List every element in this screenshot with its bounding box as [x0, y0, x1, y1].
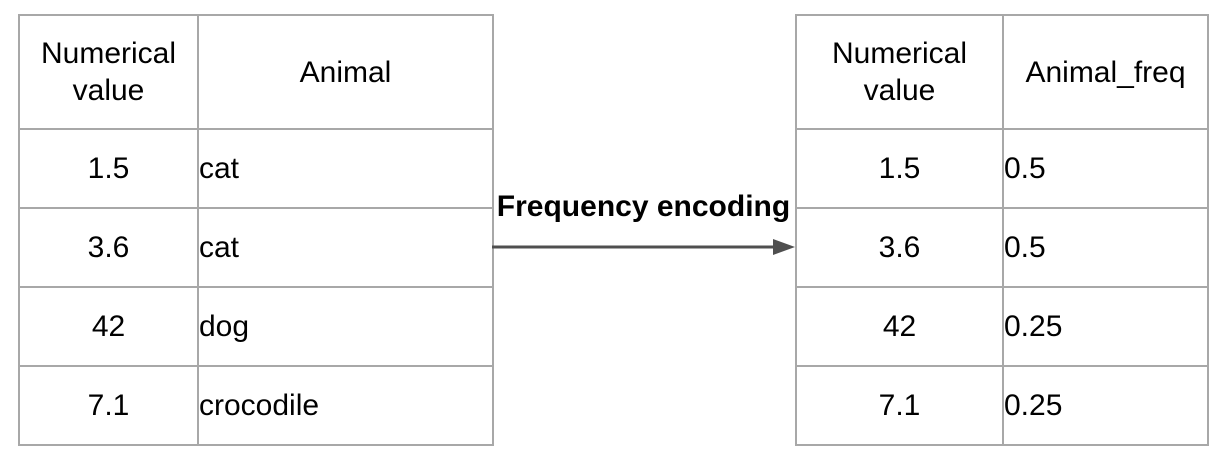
source-table-header-row: Numerical value Animal	[18, 14, 494, 130]
cell-numerical-value: 1.5	[795, 128, 1004, 209]
table-row: 1.5 0.5	[795, 128, 1209, 209]
table-row: 3.6 cat	[18, 207, 494, 288]
right-arrow-icon	[492, 239, 795, 255]
cell-animal-freq: 0.25	[1002, 365, 1209, 446]
transform-label: Frequency encoding	[496, 190, 791, 223]
cell-animal-freq: 0.25	[1002, 286, 1209, 367]
table-row: 3.6 0.5	[795, 207, 1209, 288]
encoded-header-numerical-value: Numerical value	[795, 14, 1004, 130]
cell-animal: crocodile	[197, 365, 494, 446]
cell-animal: cat	[197, 128, 494, 209]
source-header-numerical-value: Numerical value	[18, 14, 199, 130]
table-row: 1.5 cat	[18, 128, 494, 209]
table-row: 7.1 0.25	[795, 365, 1209, 446]
cell-numerical-value: 3.6	[795, 207, 1004, 288]
transform-annotation: Frequency encoding	[492, 190, 795, 259]
table-row: 42 dog	[18, 286, 494, 367]
encoded-table-header-row: Numerical value Animal_freq	[795, 14, 1209, 130]
encoded-table: Numerical value Animal_freq 1.5 0.5 3.6 …	[795, 14, 1209, 446]
encoded-header-animal-freq: Animal_freq	[1002, 14, 1209, 130]
cell-numerical-value: 7.1	[18, 365, 199, 446]
table-row: 7.1 crocodile	[18, 365, 494, 446]
cell-numerical-value: 1.5	[18, 128, 199, 209]
cell-animal: cat	[197, 207, 494, 288]
cell-numerical-value: 3.6	[18, 207, 199, 288]
source-table: Numerical value Animal 1.5 cat 3.6 cat 4…	[18, 14, 494, 446]
source-header-animal: Animal	[197, 14, 494, 130]
cell-numerical-value: 42	[18, 286, 199, 367]
cell-numerical-value: 7.1	[795, 365, 1004, 446]
table-row: 42 0.25	[795, 286, 1209, 367]
cell-animal: dog	[197, 286, 494, 367]
cell-animal-freq: 0.5	[1002, 128, 1209, 209]
cell-animal-freq: 0.5	[1002, 207, 1209, 288]
cell-numerical-value: 42	[795, 286, 1004, 367]
